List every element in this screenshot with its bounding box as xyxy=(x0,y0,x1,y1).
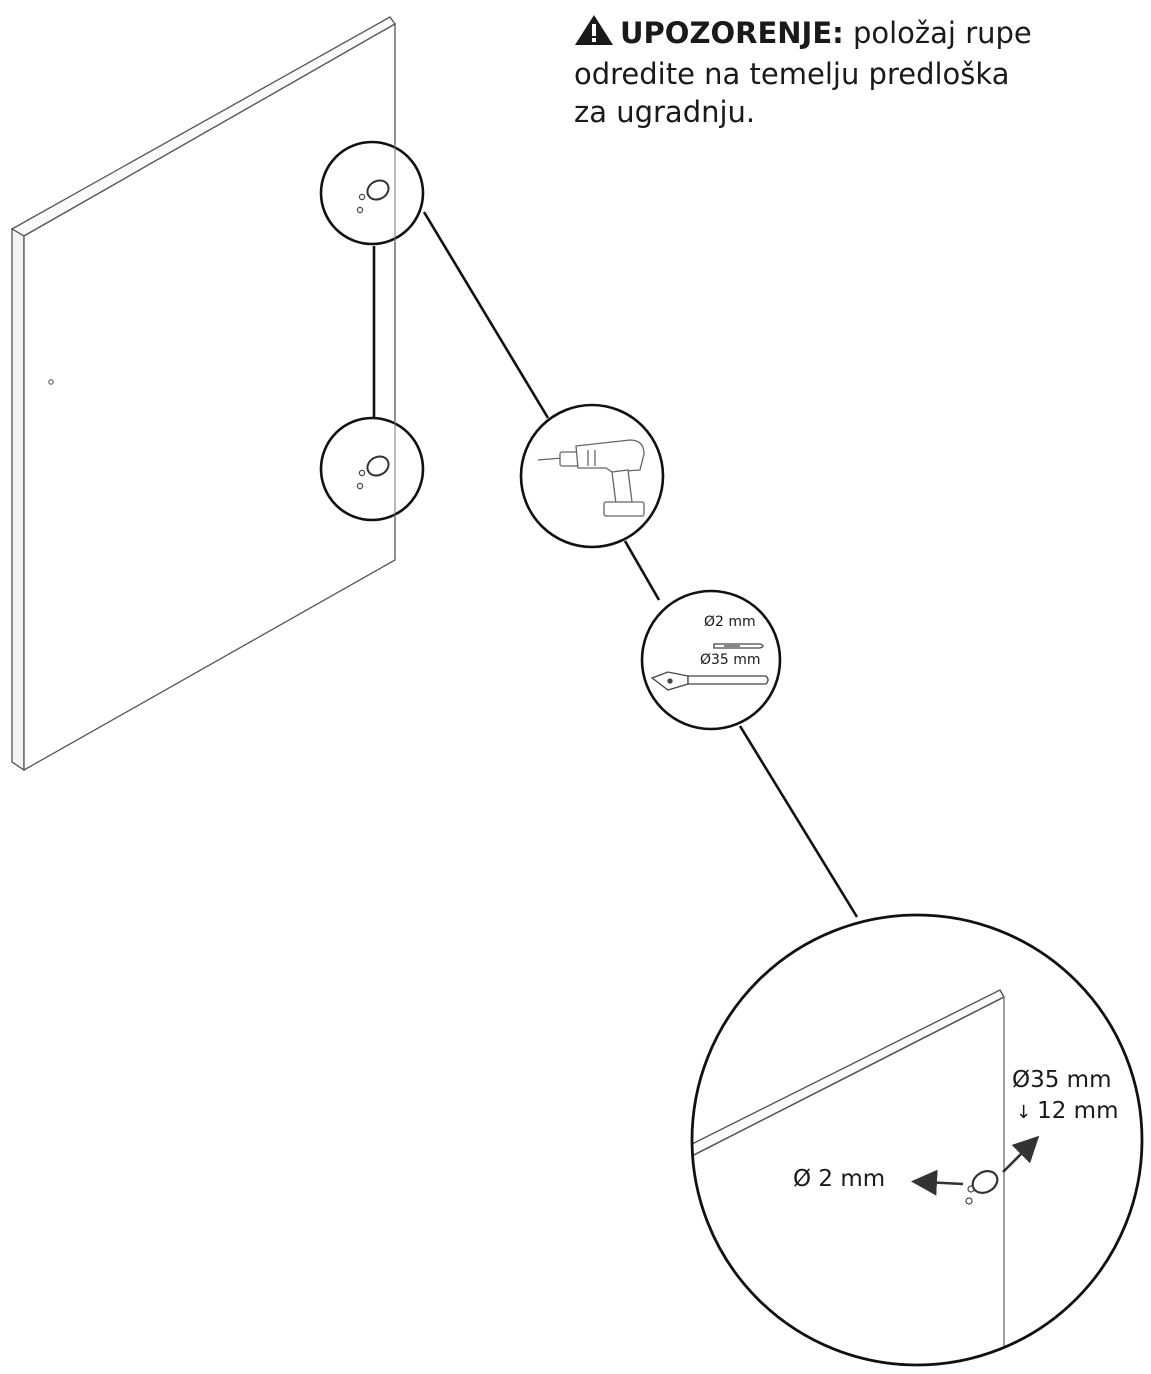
hole-diameter-label: Ø35 mm xyxy=(1012,1067,1112,1093)
warning-text-line3: za ugradnju. xyxy=(574,95,756,129)
hole-depth-row: ↓12 mm xyxy=(1016,1098,1118,1124)
warning-text-line2: odredite na temelju predloška xyxy=(574,57,1010,91)
hole-depth-label: 12 mm xyxy=(1037,1098,1119,1124)
large-hole-detail xyxy=(690,913,1144,1367)
warning-text-line1: položaj rupe xyxy=(852,16,1032,50)
main-hole-arrow xyxy=(1002,1135,1040,1173)
large-bit-label: Ø35 mm xyxy=(700,652,761,668)
hole-detail-bottom xyxy=(319,416,425,522)
small-bit-label: Ø2 mm xyxy=(704,614,756,630)
drill-bits-circle xyxy=(640,589,782,731)
warning-heading: UPOZORENJE: xyxy=(620,16,844,50)
arrow-down-icon: ↓ xyxy=(1016,1102,1032,1123)
hole-detail-top xyxy=(319,140,425,246)
pilot-hole-arrow xyxy=(911,1169,964,1196)
drill-tool-circle xyxy=(519,403,665,549)
small-drill-bit xyxy=(713,643,764,649)
connector-lines xyxy=(372,211,859,918)
pilot-hole-label: Ø 2 mm xyxy=(793,1166,886,1192)
warning-triangle-icon xyxy=(574,14,614,55)
door-panel xyxy=(10,16,396,772)
warning-note: UPOZORENJE: položaj rupe odredite na tem… xyxy=(574,14,1134,131)
spade-drill-bit xyxy=(650,671,769,691)
drill-icon xyxy=(537,439,645,517)
